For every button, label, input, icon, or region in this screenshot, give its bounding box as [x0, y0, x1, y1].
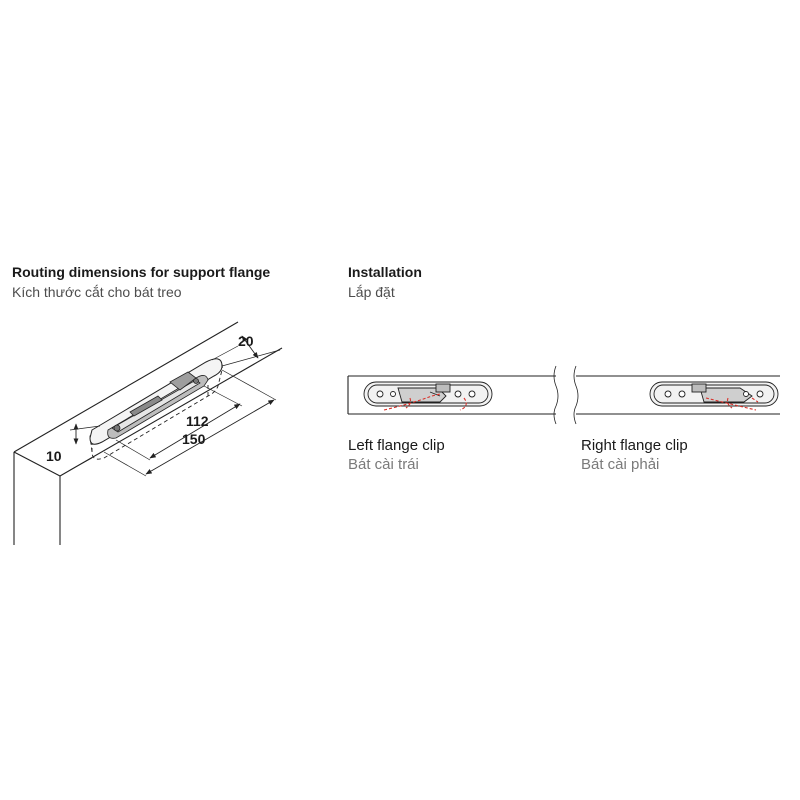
right-clip-caption: Right flange clip Bát cài phải: [581, 436, 688, 474]
left-clip-sublabel: Bát cài trái: [348, 456, 419, 473]
left-clip-label: Left flange clip: [348, 437, 445, 454]
routing-title: Routing dimensions for support flange: [12, 264, 271, 280]
dimension-width: 20: [238, 333, 254, 349]
installation-title: Installation: [348, 264, 422, 280]
dimension-depth: 10: [46, 448, 62, 464]
extension-lines: [69, 345, 281, 477]
right-clip-motion-arrow: [705, 397, 759, 411]
dimension-inner-length: 112: [186, 413, 209, 429]
right-clip-label: Right flange clip: [581, 437, 688, 454]
routing-subtitle: Kích thước cắt cho bát treo: [12, 284, 182, 300]
left-clip-motion-arrow: [383, 393, 467, 411]
right-flange-clip-drawing: [649, 381, 779, 407]
routing-heading: Routing dimensions for support flange Kí…: [12, 262, 270, 302]
left-flange-clip-drawing: [363, 381, 493, 407]
cabinet-panel: [13, 321, 283, 545]
dimension-lines: [73, 335, 275, 475]
installation-subtitle: Lắp đặt: [348, 284, 395, 300]
dimension-outer-length: 150: [182, 431, 206, 447]
right-clip-sublabel: Bát cài phải: [581, 456, 660, 473]
installation-heading: Installation Lắp đặt: [348, 262, 422, 302]
installation-panel: [347, 365, 780, 425]
left-clip-caption: Left flange clip Bát cài trái: [348, 436, 445, 474]
